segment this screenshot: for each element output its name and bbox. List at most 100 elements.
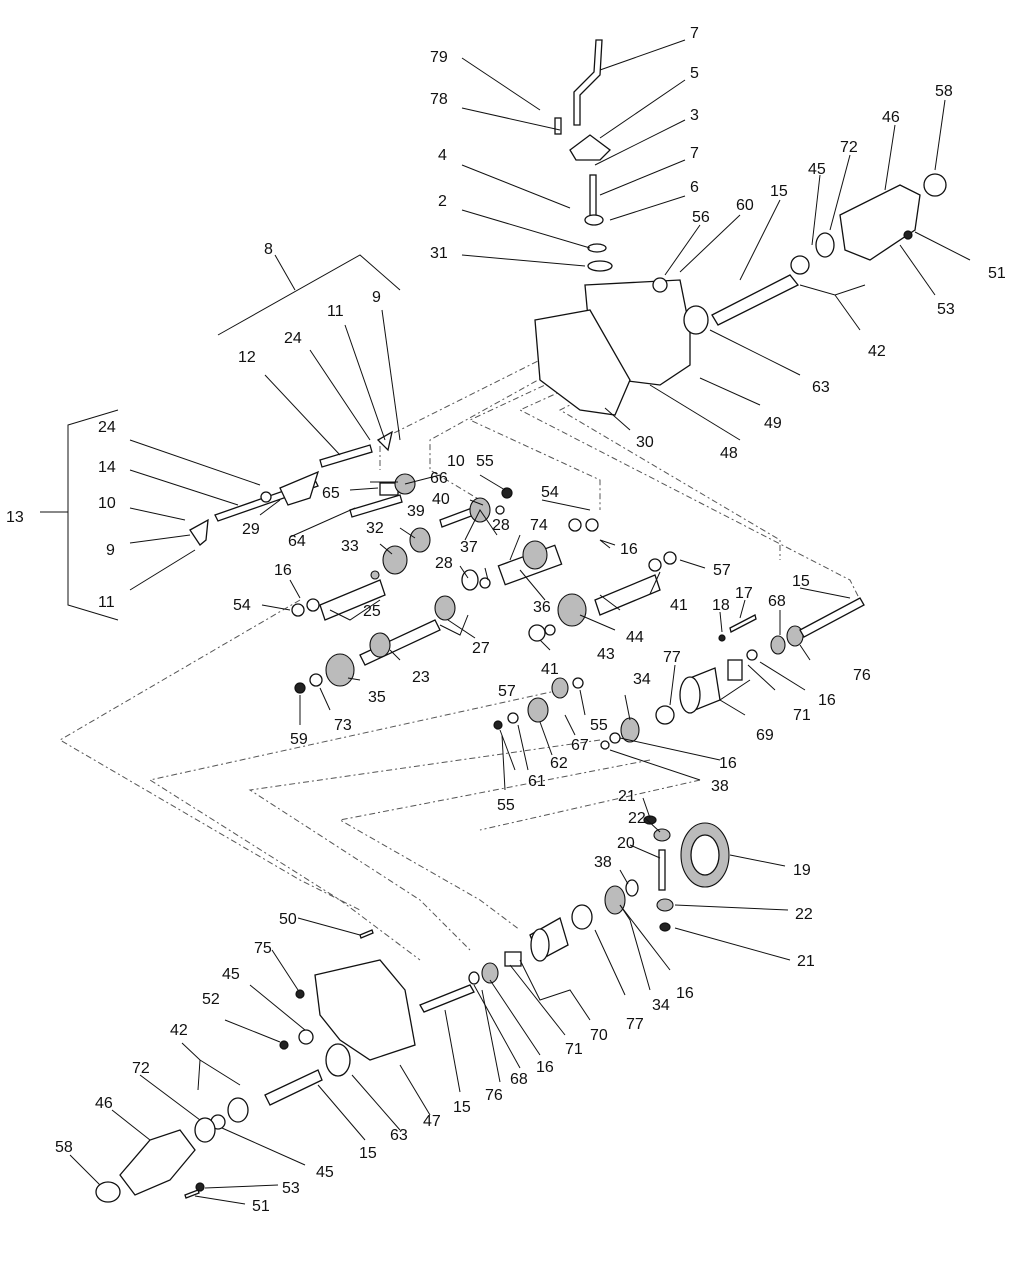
- callout: 45: [316, 1164, 334, 1181]
- callout: 25: [363, 603, 381, 620]
- callout: 16: [620, 541, 638, 558]
- callout: 15: [792, 573, 810, 590]
- callout: 16: [536, 1059, 554, 1076]
- callout: 57: [713, 562, 731, 579]
- callout: 28: [492, 517, 510, 534]
- callout: 70: [590, 1027, 608, 1044]
- callout: 43: [597, 646, 615, 663]
- callout: 77: [663, 649, 681, 666]
- callout: 39: [407, 503, 425, 520]
- callout: 7: [690, 145, 699, 162]
- callout: 51: [252, 1198, 270, 1215]
- callout: 4: [438, 147, 447, 164]
- callout: 57: [498, 683, 516, 700]
- callout: 2: [438, 193, 447, 210]
- callout: 22: [795, 906, 813, 923]
- callout: 20: [617, 835, 635, 852]
- callout: 41: [541, 661, 559, 678]
- callout: 21: [797, 953, 815, 970]
- callout: 50: [279, 911, 297, 928]
- callout: 11: [98, 594, 115, 611]
- callout: 54: [233, 597, 251, 614]
- callout: 73: [334, 717, 352, 734]
- callout: 42: [170, 1022, 188, 1039]
- callout: 71: [793, 707, 811, 724]
- callout: 54: [541, 484, 559, 501]
- callout: 16: [818, 692, 836, 709]
- callout: 79: [430, 49, 448, 66]
- callout: 55: [590, 717, 608, 734]
- callout: 55: [476, 453, 494, 470]
- callout: 53: [282, 1180, 300, 1197]
- callout: 58: [55, 1139, 73, 1156]
- callout: 60: [736, 197, 754, 214]
- callout: 52: [202, 991, 220, 1008]
- callout: 13: [6, 509, 24, 526]
- callout: 33: [341, 538, 359, 555]
- callout: 24: [98, 419, 116, 436]
- callout: 16: [719, 755, 737, 772]
- callout: 32: [366, 520, 384, 537]
- callout: 72: [132, 1060, 150, 1077]
- callout: 76: [853, 667, 871, 684]
- callout: 63: [812, 379, 830, 396]
- callout: 42: [868, 343, 886, 360]
- callout: 17: [735, 585, 753, 602]
- callout: 30: [636, 434, 654, 451]
- callout: 34: [652, 997, 670, 1014]
- callout: 16: [676, 985, 694, 1002]
- callout: 16: [274, 562, 292, 579]
- callout: 38: [594, 854, 612, 871]
- callout: 24: [284, 330, 302, 347]
- callout: 22: [628, 810, 646, 827]
- callout: 55: [497, 797, 515, 814]
- callout: 49: [764, 415, 782, 432]
- callout: 72: [840, 139, 858, 156]
- callout: 7: [690, 25, 699, 42]
- callout: 40: [432, 491, 450, 508]
- callout: 29: [242, 521, 260, 538]
- callout: 53: [937, 301, 955, 318]
- callout: 18: [712, 597, 730, 614]
- callout: 31: [430, 245, 448, 262]
- callout-labels: 7 79 5 78 3 4 7 6 2 31 58 46 72 45 15 60…: [6, 25, 1006, 1215]
- callout: 35: [368, 689, 386, 706]
- callout: 46: [95, 1095, 113, 1112]
- callout: 68: [768, 593, 786, 610]
- callout: 61: [528, 773, 546, 790]
- middle-gears: [189, 430, 865, 750]
- callout: 5: [690, 65, 699, 82]
- lower-housing: [95, 929, 416, 1203]
- callout: 56: [692, 209, 710, 226]
- callout: 76: [485, 1087, 503, 1104]
- callout: 41: [670, 597, 688, 614]
- callout: 15: [453, 1099, 471, 1116]
- callout: 75: [254, 940, 272, 957]
- callout: 19: [793, 862, 811, 879]
- callout: 9: [106, 542, 115, 559]
- callout: 15: [770, 183, 788, 200]
- callout: 45: [222, 966, 240, 983]
- callout: 45: [808, 161, 826, 178]
- callout: 59: [290, 731, 308, 748]
- callout: 47: [423, 1113, 441, 1130]
- callout: 58: [935, 83, 953, 100]
- callout: 63: [390, 1127, 408, 1144]
- differential: [419, 815, 730, 1013]
- callout: 27: [472, 640, 490, 657]
- callout: 21: [618, 788, 636, 805]
- callout: 10: [447, 453, 465, 470]
- callout: 67: [571, 737, 589, 754]
- upper-housing: [534, 39, 947, 416]
- callout: 34: [633, 671, 651, 688]
- callout: 64: [288, 533, 306, 550]
- callout: 12: [238, 349, 256, 366]
- callout: 28: [435, 555, 453, 572]
- callout: 44: [626, 629, 644, 646]
- callout: 69: [756, 727, 774, 744]
- callout: 48: [720, 445, 738, 462]
- callout: 71: [565, 1041, 583, 1058]
- callout: 3: [690, 107, 699, 124]
- callout: 15: [359, 1145, 377, 1162]
